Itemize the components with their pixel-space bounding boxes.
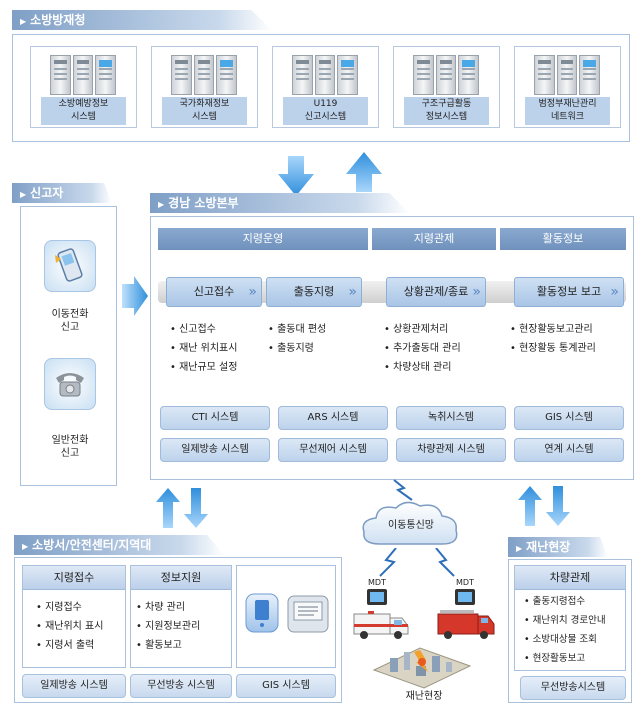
bullet-item: 현장활동보고 [524,649,606,668]
bullet-item: 재난규모 설정 [170,358,237,377]
column-header-command-control: 지령관제 [372,228,496,250]
hq-title-text: 경남 소방본부 [168,196,239,210]
panel-header: 지령접수 [23,566,125,590]
column-header-activity-info: 활동정보 [500,228,626,250]
up-down-arrow-icon [156,488,208,528]
bullet-item: 추가출동대 관리 [384,339,461,358]
bullet-item: 활동보고 [136,636,200,655]
lightning-icon [379,548,397,577]
receive-bullets: 신고접수 재난 위치표시 재난규모 설정 [170,320,237,377]
vehicle-control-system-button[interactable]: 차량관제 시스템 [396,438,506,462]
fire-truck-icon [437,610,495,639]
mdt-right-label: MDT [456,578,474,587]
control-bullets: 상황관제처리 추가출동대 관리 차량상태 관리 [384,320,461,377]
network-cloud-icon [362,501,458,545]
right-arrow-icon [122,276,148,316]
step-activity-report[interactable]: 활동정보 보고 [514,277,624,307]
system-card-disaster-network[interactable]: 범정부재난관리 네트워크 [514,46,621,128]
top-section-title: ▶소방방재청 [12,10,272,30]
station-broadcast-button[interactable]: 일제방송 시스템 [22,674,126,698]
bullet-item: 재난위치 표시 [36,617,103,636]
link-system-button[interactable]: 연계 시스템 [514,438,624,462]
bullet-item: 소방대상물 조회 [524,630,606,649]
mobile-phone-caption: 이동전화 신고 [51,309,89,333]
server-icon [50,55,117,95]
system-label: 국가화재정보 시스템 [162,97,247,125]
landline-phone-caption: 일반전화 신고 [51,435,89,459]
broadcast-system-button[interactable]: 일제방송 시스템 [160,438,270,462]
bullet-item: 재난위치 경로안내 [524,611,606,630]
system-card-u119[interactable]: U119 신고시스템 [272,46,379,128]
gis-devices-icon [245,593,329,633]
recording-system-button[interactable]: 녹취시스템 [396,406,506,430]
bullet-item: 차량상태 관리 [384,358,461,377]
reporter-title-text: 신고자 [30,186,64,200]
field-section-title: ▶재난현장 [508,537,608,557]
bullet-item: 현장활동보고관리 [510,320,596,339]
server-icon [171,55,238,95]
server-icon [292,55,359,95]
bullet-item: 신고접수 [170,320,237,339]
up-down-arrow-icon [518,486,570,526]
top-section-title-text: 소방방재청 [30,13,86,27]
system-label: 범정부재난관리 네트워크 [525,97,610,125]
column-header-command-ops: 지령운영 [158,228,368,250]
system-label: U119 신고시스템 [283,97,368,125]
cti-system-button[interactable]: CTI 시스템 [160,406,270,430]
lightning-icon [393,479,413,501]
up-arrow-icon [346,152,382,192]
dispatch-bullets: 출동대 편성 출동지령 [268,320,326,358]
panel-bullets: 지령접수 재난위치 표시 지령서 출력 [36,598,103,655]
system-label: 구조구급활동 정보시스템 [404,97,489,125]
bullet-item: 지령접수 [36,598,103,617]
lightning-icon [435,548,455,577]
system-card-rescue-activity[interactable]: 구조구급활동 정보시스템 [393,46,500,128]
bullet-item: 재난 위치표시 [170,339,237,358]
disaster-city-icon [372,647,472,689]
landline-phone-icon [44,358,96,410]
mobile-phone-icon [44,240,96,292]
system-card-fire-prevention[interactable]: 소방예방정보 시스템 [30,46,137,128]
bullet-item: 출동대 편성 [268,320,326,339]
field-bullets: 출동지령접수 재난위치 경로안내 소방대상물 조회 현장활동보고 [524,592,606,668]
mdt-left-label: MDT [368,578,386,587]
bullet-item: 지원정보관리 [136,617,200,636]
ars-system-button[interactable]: ARS 시스템 [278,406,388,430]
bullet-item: 출동지령 [268,339,326,358]
server-icon [413,55,480,95]
bullet-item: 출동지령접수 [524,592,606,611]
system-label: 소방예방정보 시스템 [41,97,126,125]
station-radio-button[interactable]: 무선방송 시스템 [130,674,232,698]
network-cloud-label: 이동통신망 [388,520,434,531]
system-card-national-fire-info[interactable]: 국가화재정보 시스템 [151,46,258,128]
field-title-text: 재난현장 [526,540,571,554]
station-section-title: ▶소방서/안전센터/지역대 [14,535,224,555]
step-receive[interactable]: 신고접수 [166,277,262,307]
report-bullets: 현장활동보고관리 현장활동 통계관리 [510,320,596,358]
panel-header: 정보지원 [131,566,231,590]
bullet-item: 현장활동 통계관리 [510,339,596,358]
radio-control-system-button[interactable]: 무선제어 시스템 [278,438,388,462]
step-control-close[interactable]: 상황관제/종료 [386,277,486,307]
mdt-device-icon [367,589,387,605]
reporter-section-title: ▶신고자 [12,183,112,203]
field-panel-header: 차량관제 [515,566,625,590]
server-icon [534,55,601,95]
field-radio-button[interactable]: 무선방송시스템 [520,676,626,700]
panel-bullets: 차량 관리 지원정보관리 활동보고 [136,598,200,655]
station-gis-button[interactable]: GIS 시스템 [236,674,336,698]
bullet-item: 지령서 출력 [36,636,103,655]
down-arrow-icon [278,156,314,196]
station-title-text: 소방서/안전센터/지역대 [32,538,152,552]
bullet-item: 차량 관리 [136,598,200,617]
ambulance-icon [353,611,409,639]
mdt-device-icon [455,589,475,605]
bullet-item: 상황관제처리 [384,320,461,339]
hq-section-title: ▶경남 소방본부 [150,193,410,213]
disaster-scene-label: 재난현장 [405,691,443,702]
step-dispatch[interactable]: 출동지령 [266,277,362,307]
gis-system-button[interactable]: GIS 시스템 [514,406,624,430]
